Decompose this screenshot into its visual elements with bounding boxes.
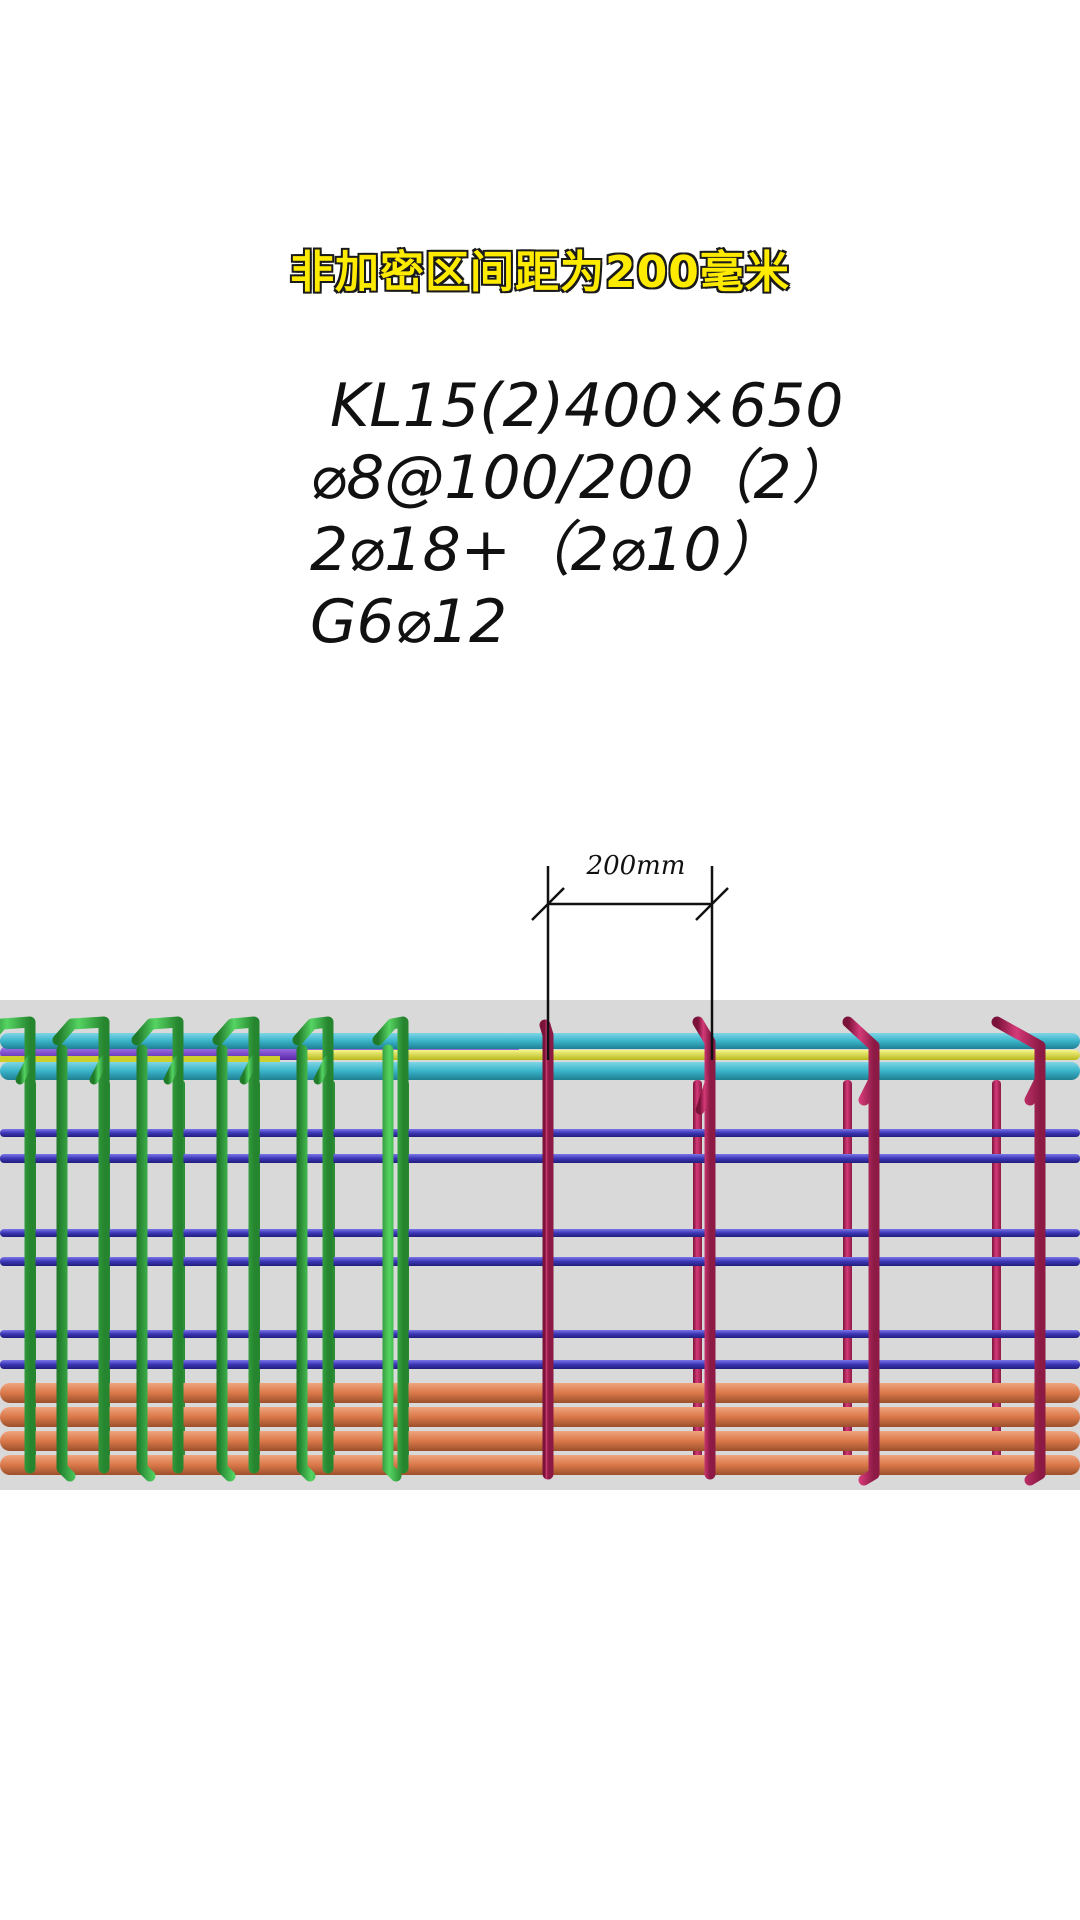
stirrup-hook: [313, 1055, 333, 1085]
stirrup-green: [372, 1016, 409, 1482]
top-bars: [0, 1033, 1080, 1080]
stirrup-green: [0, 1016, 36, 1474]
stirrup-magenta: [539, 1019, 554, 1480]
bottom-bar: [0, 1431, 1080, 1451]
stirrups-dense-zone: [0, 1016, 409, 1482]
bottom-bar: [0, 1383, 1080, 1403]
side-bar: [0, 1129, 1080, 1137]
stirrup-magenta: [692, 1016, 716, 1480]
stirrup-magenta: [842, 1016, 880, 1486]
stirrup-hook: [163, 1055, 183, 1085]
dimension-label: 200mm: [586, 851, 686, 881]
stirrup-hook: [89, 1055, 109, 1085]
side-bar: [0, 1257, 1080, 1266]
stirrup-green: [212, 1016, 260, 1482]
bottom-bar: [0, 1455, 1080, 1475]
stirrup-magenta: [991, 1016, 1046, 1486]
notation-line-stirrups: ⌀8@100/200（2）: [310, 443, 852, 513]
caption-title: 非加密区间距为200毫米: [289, 246, 790, 299]
stirrup-hooks: [15, 1055, 715, 1115]
top-bar-main: [0, 1062, 1080, 1080]
side-bars: [0, 1129, 1080, 1369]
stirrup-hook: [239, 1055, 259, 1085]
notation-line-side-bars: G6⌀12: [310, 587, 508, 657]
stirrup-green: [131, 1016, 184, 1482]
stirrup-green: [52, 1016, 110, 1482]
top-bar-main: [0, 1033, 1080, 1049]
side-bar: [0, 1360, 1080, 1369]
stirrup-hook: [15, 1055, 35, 1085]
stirrup-hook: [695, 1075, 715, 1115]
side-bar: [0, 1330, 1080, 1338]
bottom-bars: [0, 1383, 1080, 1475]
side-bar: [0, 1229, 1080, 1237]
notation-line-beam-size: KL15(2)400×650: [330, 371, 844, 441]
side-bar: [0, 1154, 1080, 1163]
dimension-tick-left: [531, 887, 565, 921]
bottom-bar: [0, 1407, 1080, 1427]
notation-line-longitudinal-bars: 2⌀18+（2⌀10）: [310, 515, 782, 585]
dimension-tick-right: [695, 887, 729, 921]
stirrups-non-dense-zone: [539, 1016, 1046, 1486]
top-bar-yellow: [300, 1050, 1080, 1060]
beam-notation: KL15(2)400×650 ⌀8@100/200（2） 2⌀18+（2⌀10）…: [310, 370, 852, 658]
dimension-annotation: [531, 866, 729, 1060]
stirrup-green: [292, 1016, 334, 1482]
